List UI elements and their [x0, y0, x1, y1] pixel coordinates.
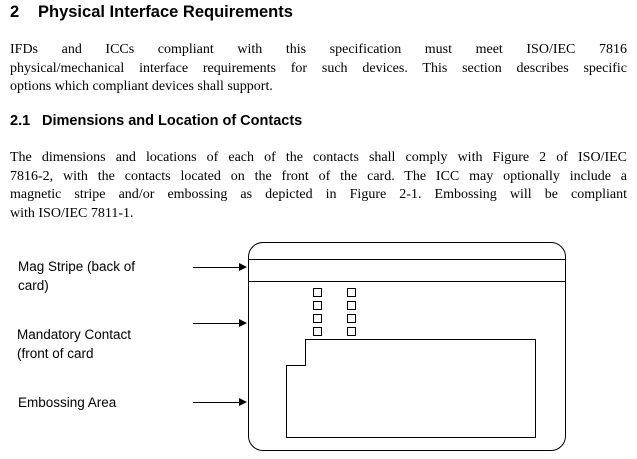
label-line: (front of card: [17, 345, 94, 361]
label-mag-stripe: Mag Stripe (back of card): [18, 258, 135, 295]
contact-pad: [313, 301, 322, 310]
paragraph-line: 7816-2, with the contacts located on the…: [10, 168, 627, 184]
callout-arrow-icon: [193, 263, 247, 272]
paragraph-section-2: IFDs and ICCs compliant with this specif…: [10, 41, 627, 97]
paragraph-line: magnetic stripe and/or embossing as depi…: [10, 187, 627, 203]
embossing-area-outline: [286, 339, 536, 438]
contact-pad: [347, 301, 356, 310]
contact-pad: [347, 327, 356, 336]
callout-arrow-icon: [193, 398, 247, 407]
embossing-polygon: [286, 339, 536, 438]
arrow-shaft: [193, 323, 241, 324]
section-title: Dimensions and Location of Contacts: [42, 113, 303, 129]
paragraph-line: with ISO/IEC 7811-1.: [10, 206, 134, 222]
paragraph-line: options which compliant devices shall su…: [10, 79, 273, 95]
section-number: 2: [10, 3, 20, 21]
arrow-shaft: [193, 267, 241, 268]
contact-pad: [313, 288, 322, 297]
mag-stripe-band: [248, 259, 566, 282]
paragraph-section-2-1: The dimensions and locations of each of …: [10, 149, 627, 224]
section-heading-2: 2 Physical Interface Requirements: [10, 3, 293, 22]
paragraph-line: physical/mechanical interface requiremen…: [10, 60, 627, 76]
label-line: Embossing Area: [18, 395, 117, 410]
callout-arrow-icon: [193, 319, 247, 328]
contact-pad: [313, 327, 322, 336]
section-heading-2-1: 2.1 Dimensions and Location of Contacts: [10, 113, 302, 129]
card-outline: [248, 242, 566, 451]
label-line: Mag Stripe (back of: [18, 259, 136, 274]
contact-pad: [313, 314, 322, 323]
arrow-shaft: [193, 402, 241, 403]
arrow-head-icon: [239, 263, 247, 271]
paragraph-line: IFDs and ICCs compliant with this specif…: [10, 42, 627, 57]
arrow-head-icon: [239, 398, 247, 406]
label-mandatory-contact: Mandatory Contact (front of card: [17, 326, 131, 363]
contact-pad: [347, 288, 356, 297]
section-title: Physical Interface Requirements: [38, 3, 293, 21]
section-number: 2.1: [10, 113, 31, 129]
arrow-head-icon: [239, 319, 247, 327]
label-embossing-area: Embossing Area: [18, 394, 116, 413]
label-line: card): [18, 277, 49, 293]
label-line: Mandatory Contact: [17, 327, 132, 342]
paragraph-line: The dimensions and locations of each of …: [10, 150, 627, 165]
contact-pad: [347, 314, 356, 323]
